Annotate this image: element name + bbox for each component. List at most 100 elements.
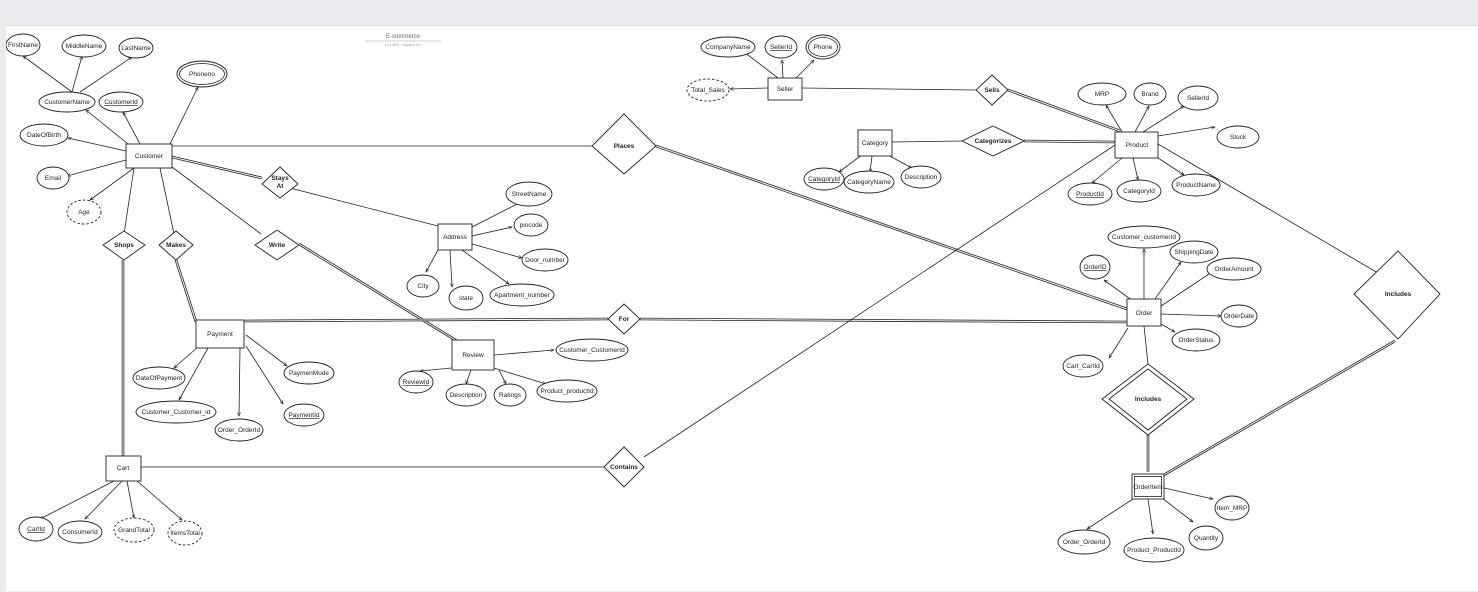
attribute-label: Age — [78, 209, 90, 216]
attribute-city[interactable]: City — [406, 274, 440, 298]
attribute-phone[interactable]: Phone — [805, 34, 841, 60]
attribute-paymentid[interactable]: PaymentId — [283, 403, 325, 427]
attribute-streetname[interactable]: StreetName — [505, 181, 553, 207]
attribute-middlename[interactable]: MiddleName — [61, 34, 107, 58]
attribute-stock[interactable]: Stock — [1216, 125, 1260, 149]
attribute-sellerid[interactable]: SellerId — [764, 35, 798, 59]
attribute-lastname[interactable]: LastName — [118, 37, 154, 59]
entity-payment[interactable]: Payment — [195, 319, 245, 349]
entity-cart[interactable]: Cart — [105, 455, 142, 482]
relationship-write[interactable]: Write — [254, 229, 300, 261]
attribute-label: Product_productId — [540, 388, 594, 395]
attribute-order-orderid-pay[interactable]: Order_OrderId — [214, 418, 264, 442]
entity-customer[interactable]: Customer — [125, 143, 173, 169]
attribute-product-sellerid[interactable]: SellerId — [1177, 85, 1219, 111]
attribute-product-productid-item[interactable]: Product_ProductId — [1123, 537, 1185, 563]
attribute-orderid[interactable]: OrderID — [1079, 254, 1111, 280]
attribute-itemstotal[interactable]: ItemsTotal — [167, 520, 203, 546]
attribute-product-productid[interactable]: Product_productId — [536, 379, 598, 403]
svg-text:Stays: Stays — [271, 175, 289, 182]
attribute-age[interactable]: Age — [66, 199, 102, 225]
connectors — [23, 52, 1396, 534]
attribute-firstname[interactable]: FirstName — [6, 33, 41, 57]
attribute-categoryname[interactable]: CategoryName — [843, 170, 895, 194]
relationship-makes[interactable]: Makes — [158, 230, 194, 261]
relationship-categorizes[interactable]: Categorizes — [960, 125, 1026, 157]
relationship-sells[interactable]: Sells — [975, 74, 1009, 106]
attribute-item-mrp[interactable]: Item_MRP — [1214, 495, 1250, 521]
attribute-customer-customer-id[interactable]: Customer_Customer_id — [135, 400, 217, 424]
attribute-orderstatus[interactable]: OrderStatus — [1171, 328, 1221, 352]
attribute-companyname[interactable]: CompanyName — [700, 36, 756, 58]
attribute-label: CustomerId — [104, 99, 138, 106]
attribute-email[interactable]: Email — [36, 166, 70, 190]
attribute-orderdate[interactable]: OrderDate — [1220, 304, 1258, 328]
attribute-ratings[interactable]: Ratings — [493, 383, 527, 407]
attribute-customer-customerid-ord[interactable]: Customer_customerId — [1107, 225, 1181, 249]
attribute-label: Total_Sales — [691, 87, 725, 94]
entity-seller[interactable]: Seller — [767, 77, 803, 101]
entity-order[interactable]: Order — [1126, 298, 1162, 327]
entity-review[interactable]: Review — [451, 339, 495, 371]
attribute-label: Description — [905, 174, 938, 181]
attribute-review-description[interactable]: Description — [445, 383, 487, 407]
attribute-label: MRP — [1095, 91, 1109, 98]
attribute-label: Product_ProductId — [1127, 547, 1181, 554]
attribute-label: Email — [45, 175, 62, 182]
attribute-product-categoryid[interactable]: CategoryId — [1116, 179, 1162, 203]
attribute-shippingdate[interactable]: ShippingDate — [1169, 240, 1219, 264]
attribute-mrp[interactable]: MRP — [1077, 82, 1127, 106]
relationship-includes-orderitem[interactable]: Includes — [1101, 363, 1195, 436]
attribute-order-orderid-item[interactable]: Order_OrderId — [1057, 529, 1111, 555]
attribute-label: Apartment_number — [494, 292, 550, 299]
attribute-brand[interactable]: Brand — [1133, 82, 1167, 106]
attribute-total-sales[interactable]: Total_Sales — [686, 78, 730, 102]
svg-text:Payment: Payment — [207, 331, 233, 338]
title-text: E-commerce — [386, 34, 421, 40]
attribute-reviewid[interactable]: ReviewId — [398, 370, 434, 394]
attribute-productname[interactable]: ProductName — [1171, 173, 1221, 197]
attribute-grandtotal[interactable]: GrandTotal — [113, 517, 155, 543]
entity-address[interactable]: Address — [437, 223, 473, 251]
attribute-label: Phoneno — [189, 71, 215, 78]
relationship-includes-product[interactable]: Includes — [1353, 250, 1441, 340]
attribute-label: DateOfBirth — [27, 132, 61, 139]
attribute-door-number[interactable]: Door_number — [521, 248, 569, 272]
relationship-places[interactable]: Places — [591, 113, 657, 175]
attribute-productid[interactable]: ProductId — [1067, 182, 1113, 206]
relationship-shops[interactable]: Shops — [102, 230, 146, 261]
attribute-orderamount[interactable]: OrderAmount — [1206, 257, 1262, 281]
attribute-paymenmode[interactable]: PaymenMode — [283, 361, 335, 385]
attribute-category-description[interactable]: Description — [900, 165, 942, 189]
entity-category[interactable]: Category — [857, 129, 893, 157]
attribute-categoryid[interactable]: CategoryId — [803, 167, 845, 191]
attribute-customername[interactable]: CustomerName — [38, 91, 96, 113]
attribute-label: OrderDate — [1224, 313, 1255, 320]
attribute-label: Brand — [1141, 91, 1159, 98]
diagram-title: E-commerce ECLARD · Nayana 101 — [365, 34, 441, 47]
attribute-label: ItemsTotal — [170, 530, 200, 537]
attribute-customerid[interactable]: CustomerId — [98, 91, 144, 113]
attribute-label: SellerId — [770, 44, 792, 51]
relationship-contains[interactable]: Contains — [603, 446, 645, 488]
attribute-consumerid[interactable]: ConsumerId — [57, 520, 103, 544]
attribute-cart-cartid[interactable]: Cart_CartId — [1062, 354, 1104, 378]
attribute-cartid[interactable]: CartId — [18, 516, 54, 542]
attribute-dateofbirth[interactable]: DateOfBirth — [19, 123, 69, 147]
svg-text:Cart: Cart — [117, 465, 129, 472]
attribute-dateofpayment[interactable]: DateOfPayment — [132, 366, 186, 390]
attribute-pincode[interactable]: pincode — [513, 213, 549, 237]
attribute-state[interactable]: state — [448, 285, 484, 311]
attribute-label: CategoryId — [808, 176, 840, 183]
attribute-apartment-number[interactable]: Apartment_number — [489, 283, 555, 307]
attribute-phoneno[interactable]: Phoneno — [176, 60, 228, 88]
attribute-quantity[interactable]: Quantity — [1188, 525, 1224, 551]
attribute-label: Quantity — [1194, 535, 1219, 542]
relationship-for[interactable]: For — [607, 303, 641, 335]
attribute-label: FirstName — [8, 42, 38, 49]
entity-product[interactable]: Product — [1114, 131, 1159, 159]
attribute-customer-customerid-rev[interactable]: Customer_CustomerId — [555, 338, 629, 362]
relationship-stays-at[interactable]: Stays At — [261, 166, 299, 199]
entity-orderitem[interactable]: OrderItem — [1131, 473, 1165, 500]
attribute-label: ShippingDate — [1174, 249, 1213, 256]
